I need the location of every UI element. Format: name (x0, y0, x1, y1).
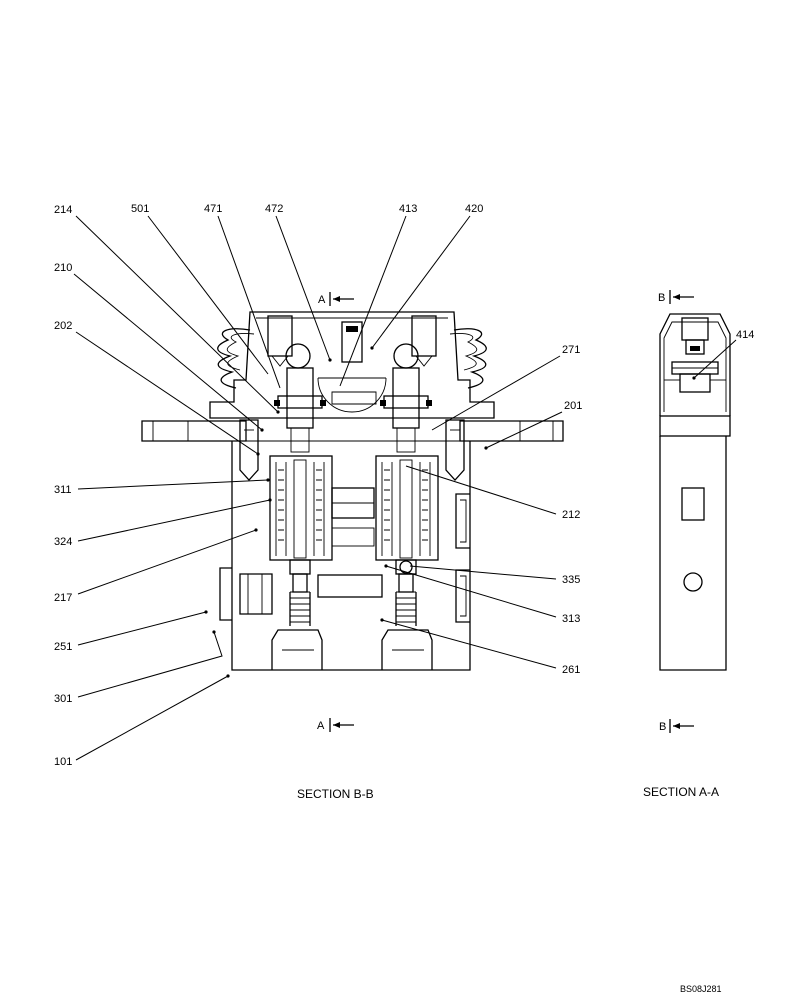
upper-cover (209, 311, 495, 419)
callout-212: 212 (562, 509, 580, 521)
callout-413: 413 (399, 203, 417, 215)
callout-101: 101 (54, 756, 72, 768)
callout-420: 420 (465, 203, 483, 215)
section-b-marker-top: B (658, 290, 694, 304)
section-a-marker-bottom: A (317, 718, 354, 732)
callout-324: 324 (54, 536, 72, 548)
callout-471: 471 (204, 203, 222, 215)
section-aa-view: B B SECTION A-A (643, 290, 737, 799)
callout-210: 210 (54, 262, 72, 274)
callout-311: 311 (54, 484, 72, 496)
callout-261: 301 (54, 693, 72, 705)
section-bb-caption: SECTION B-B (297, 787, 374, 801)
callout-214: 214 (54, 204, 72, 216)
section-bb-leaders (73, 215, 563, 761)
section-a-label-bottom: A (317, 720, 325, 732)
bolts (239, 419, 465, 481)
section-a-marker-top: A (318, 292, 354, 306)
callout-414: 414 (736, 329, 754, 341)
callout-313: 313 (562, 613, 580, 625)
callout-251: 251 (54, 641, 72, 653)
callout-labels: 214 501 471 472 413 420 210 202 271 201 … (54, 203, 754, 768)
drawing-code: BS08J281 (680, 984, 722, 994)
section-b-marker-bottom: B (659, 719, 694, 733)
callout-301: 261 (562, 664, 580, 676)
section-bb-view: A A SECTION B-B (73, 215, 564, 801)
right-pusher-assembly (375, 343, 439, 626)
callout-501: 501 (131, 203, 149, 215)
callout-202: 202 (54, 320, 72, 332)
section-b-label-top: B (658, 292, 665, 304)
callout-217: 335 (562, 574, 580, 586)
left-pusher-assembly (269, 343, 333, 626)
callout-271: 271 (562, 344, 580, 356)
section-a-label-top: A (318, 294, 326, 306)
callout-201: 201 (564, 400, 582, 412)
bellows-right (449, 328, 487, 389)
section-aa-caption: SECTION A-A (643, 785, 719, 799)
side-plug (219, 567, 273, 621)
callout-335: 217 (54, 592, 72, 604)
section-b-label-bottom: B (659, 721, 666, 733)
callout-472: 472 (265, 203, 283, 215)
mounting-flange (141, 420, 564, 442)
